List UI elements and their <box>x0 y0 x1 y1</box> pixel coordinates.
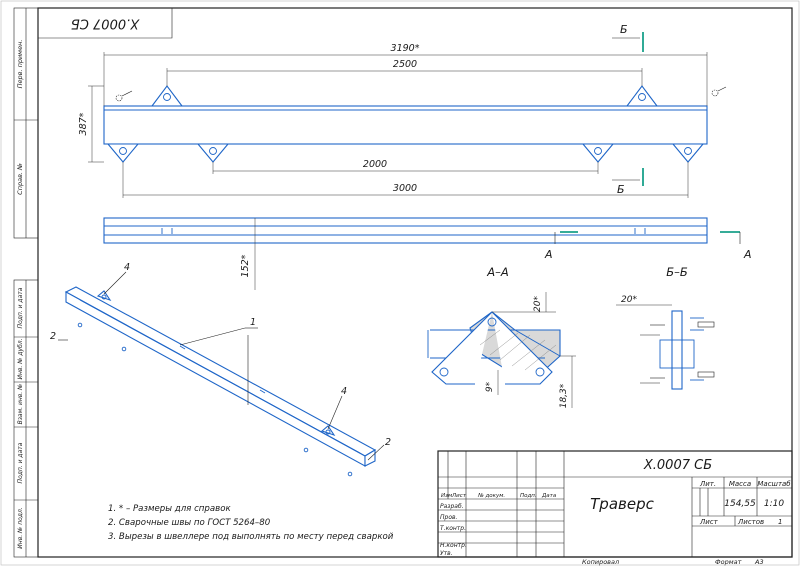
tb-sheets-value: 1 <box>778 518 782 526</box>
dim-20-aa: 20* <box>533 296 543 312</box>
strip-sprav-no: Справ. № <box>16 163 24 195</box>
section-bb-title: Б–Б <box>666 265 688 279</box>
tb-data: Дата <box>541 493 557 499</box>
strip-vzam-inv: Взам. инв. № <box>17 384 24 425</box>
dim-2500: 2500 <box>393 59 417 70</box>
callout-4-right: 4 <box>341 386 347 397</box>
dim-18-3: 18,3* <box>559 383 569 408</box>
dim-9: 9* <box>485 381 495 392</box>
tb-list: Лист <box>451 493 467 499</box>
tb-mass-value: 154,55 <box>724 499 756 509</box>
tb-sheet-label: Лист <box>699 518 719 526</box>
isometric-view: 1 2 2 4 4 <box>50 262 391 477</box>
callout-2-right: 2 <box>385 437 391 448</box>
section-a-left: А <box>544 248 553 261</box>
strip-podp-data-2: Подп. и дата <box>17 442 24 483</box>
callout-1: 1 <box>250 317 256 328</box>
dim-387: 387* <box>78 112 89 135</box>
strip-inv-podl: Инв. № подл. <box>17 507 24 548</box>
code-stamp: X.0007 СБ <box>38 8 173 39</box>
tb-nkontr: Н.контр. <box>440 542 467 549</box>
section-a-right: А <box>743 248 752 261</box>
strip-inv-dubl: Инв. № дубл. <box>17 338 24 379</box>
tb-tkontr: Т.контр. <box>440 525 466 532</box>
tb-mass-label: Масса <box>729 480 751 488</box>
callout-2-left: 2 <box>50 331 56 342</box>
note-1: 1. * – Размеры для справок <box>108 504 231 514</box>
note-3: 3. Вырезы в швеллере под выполнять по ме… <box>108 532 394 542</box>
section-aa: А–А 20* 9* 18,3* <box>427 265 576 408</box>
tb-scale-label: Масштаб <box>757 480 791 488</box>
tb-izm: Изм <box>441 493 452 499</box>
front-view: 3190* 2500 387* 2000 3000 Б Б <box>78 23 727 198</box>
strip-perv-primen: Перв. примен. <box>16 40 24 89</box>
section-bb: Б–Б 20* <box>616 265 715 390</box>
tb-razrab: Разраб. <box>440 503 464 510</box>
title-block: Изм Лист № докум. Подп. Дата Разраб. Про… <box>437 450 793 558</box>
tb-utv: Утв. <box>440 550 453 557</box>
beam-top <box>103 217 708 244</box>
format-value: A3 <box>754 558 764 566</box>
dim-3190: 3190* <box>391 43 420 54</box>
format-label: Формат <box>715 558 742 566</box>
tb-name: Траверс <box>590 495 654 513</box>
tb-podp: Подп. <box>520 493 537 499</box>
dim-2000: 2000 <box>363 159 387 170</box>
section-b-bottom: Б <box>617 183 625 196</box>
tb-sheets-label: Листов <box>737 518 764 526</box>
tb-doc-no: № докум. <box>477 493 505 499</box>
code-stamp-text: X.0007 СБ <box>71 16 140 31</box>
section-b-top: Б <box>620 23 628 36</box>
note-2: 2. Сварочные швы по ГОСТ 5264–80 <box>108 518 271 528</box>
dim-20-bb: 20* <box>621 295 637 305</box>
notes: 1. * – Размеры для справок 2. Сварочные … <box>108 504 394 542</box>
beam-front <box>103 105 708 145</box>
tb-scale-value: 1:10 <box>764 499 784 509</box>
left-strip: Перв. примен. Справ. № Подп. и дата Инв.… <box>13 7 39 558</box>
section-aa-title: А–А <box>486 265 509 279</box>
dim-152: 152* <box>240 254 251 277</box>
strip-podp-data-1: Подп. и дата <box>17 287 24 328</box>
bottom-strip: Копировал Формат A3 <box>582 558 764 566</box>
tb-designation: X.0007 СБ <box>643 458 712 473</box>
tb-prov: Пров. <box>440 514 458 521</box>
top-view: 152* А А <box>103 217 752 290</box>
dim-3000: 3000 <box>393 183 417 194</box>
copied-label: Копировал <box>582 558 619 566</box>
callout-4-left: 4 <box>124 262 130 273</box>
tb-lit-label: Лит. <box>699 480 716 488</box>
